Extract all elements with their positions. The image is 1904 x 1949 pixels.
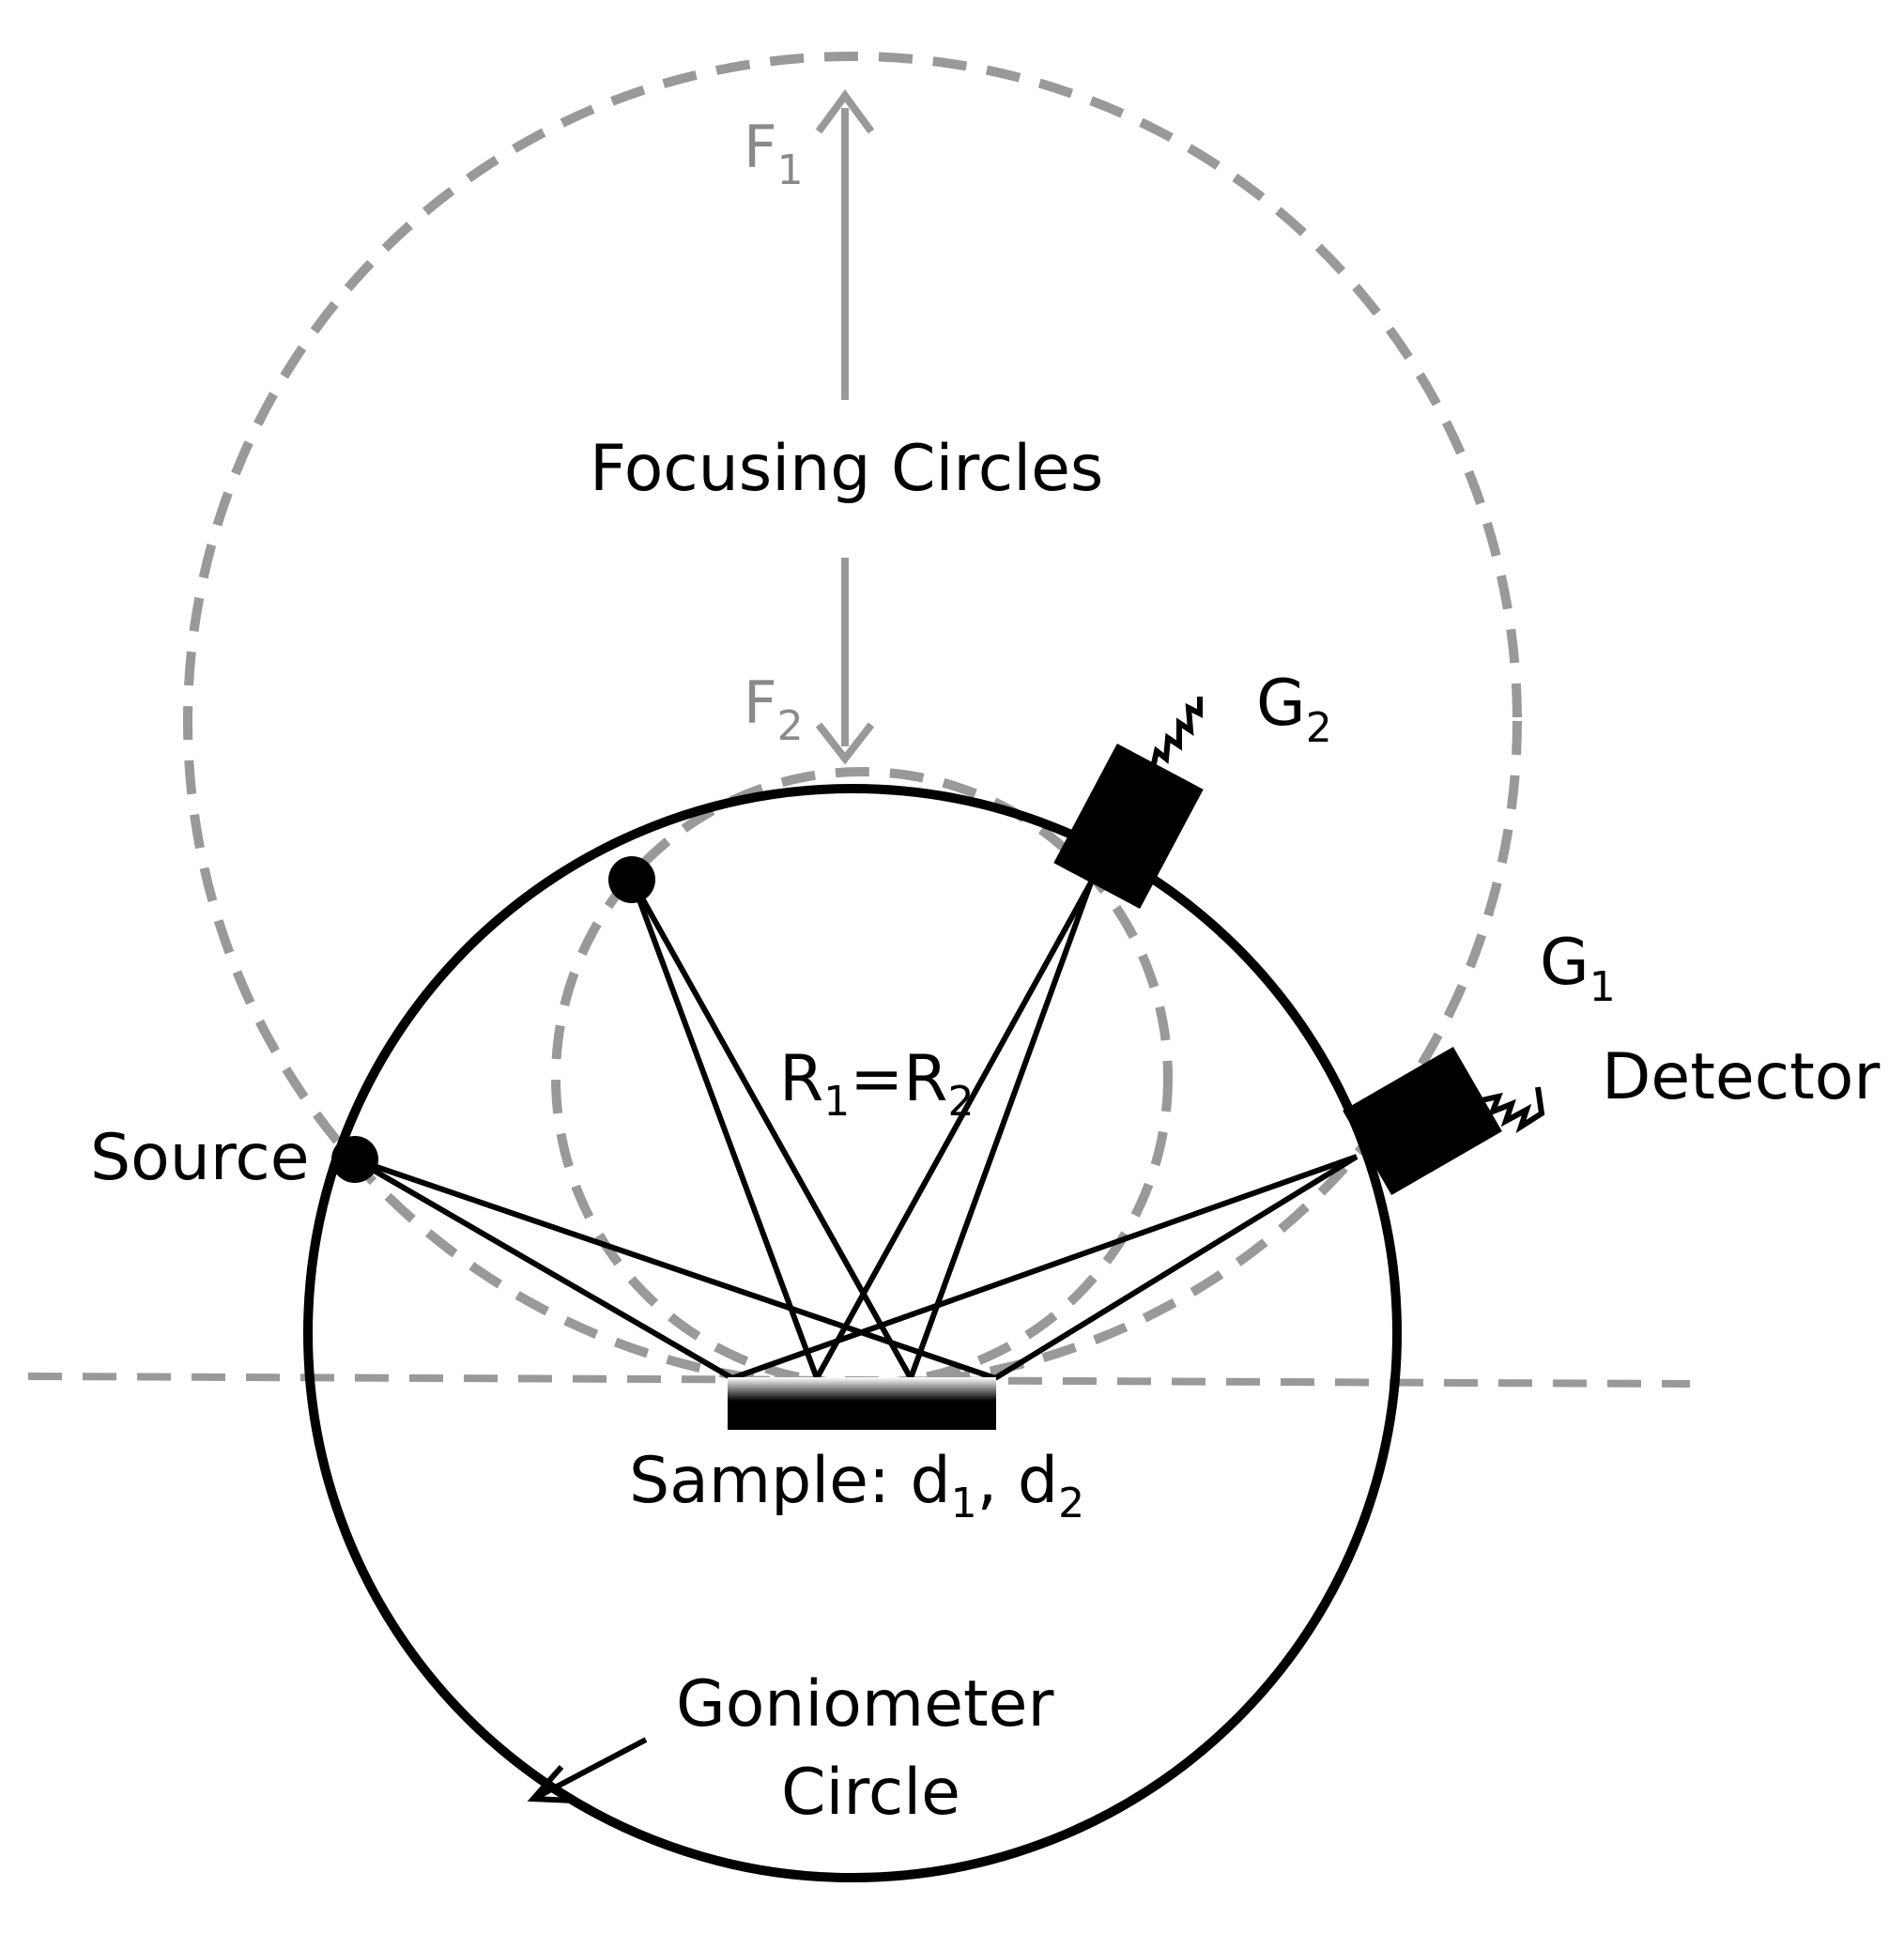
- label-f1: F1: [744, 113, 804, 194]
- sample-bar: [728, 1377, 996, 1430]
- label-focusing-circles: Focusing Circles: [590, 432, 1103, 506]
- label-detector: Detector: [1602, 1040, 1880, 1114]
- source-point-lower: [331, 1136, 378, 1183]
- label-goniometer-line1: Goniometer: [676, 1667, 1053, 1742]
- label-f2: F2: [744, 668, 804, 750]
- label-g1: G1: [1540, 926, 1616, 1011]
- focusing-circle-f2: [551, 767, 1173, 1389]
- beam-paths: [353, 878, 1359, 1381]
- source-point-upper: [608, 856, 655, 903]
- arrow-f1-icon: [815, 89, 875, 400]
- arrow-f2-icon: [815, 558, 875, 765]
- label-r1-equals-r2: R1=R2: [779, 1042, 974, 1126]
- detector-g1-icon: [1343, 1046, 1545, 1196]
- goniometer-pointer-arrow-icon: [527, 1737, 648, 1803]
- label-goniometer-line2: Circle: [781, 1756, 960, 1830]
- goniometer-circle: [303, 784, 1402, 1882]
- label-source: Source: [90, 1121, 310, 1195]
- label-g2: G2: [1256, 667, 1332, 752]
- label-sample: Sample: d1, d2: [629, 1444, 1084, 1527]
- detector-g2-icon: [1053, 697, 1204, 909]
